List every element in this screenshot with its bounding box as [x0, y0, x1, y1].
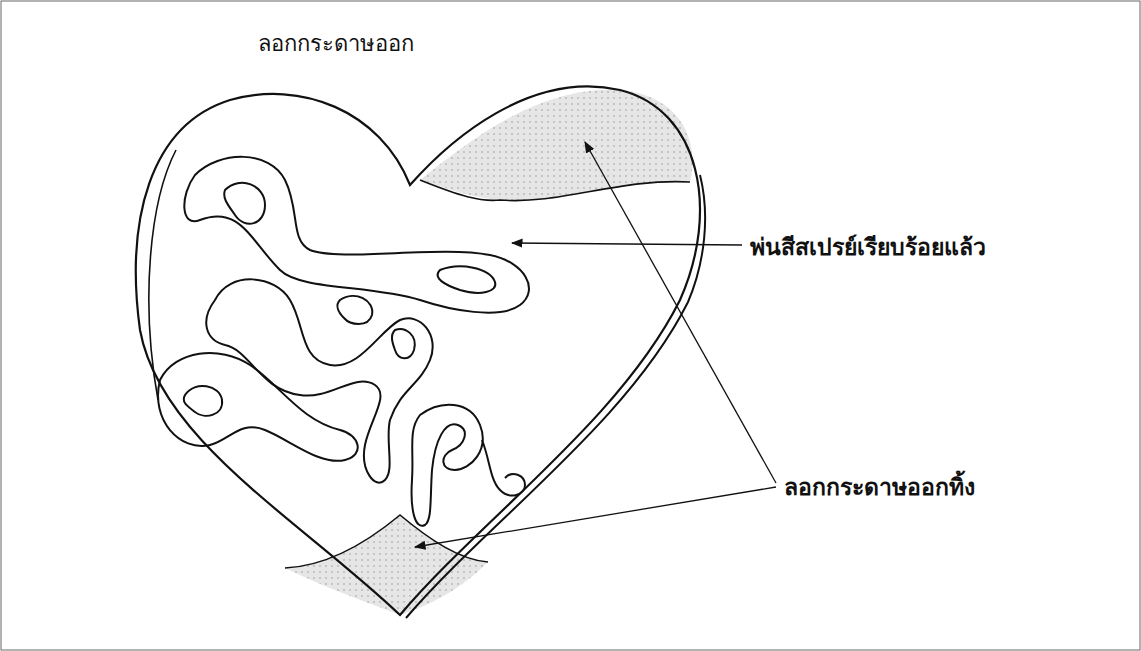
callout-label: พ่นสีสเปรย์เรียบร้อยแล้ว	[748, 229, 988, 265]
diagram-title: ลอกกระดาษออก	[258, 26, 414, 61]
callout-label: ลอกกระดาษออกทิ้ง	[782, 469, 977, 505]
